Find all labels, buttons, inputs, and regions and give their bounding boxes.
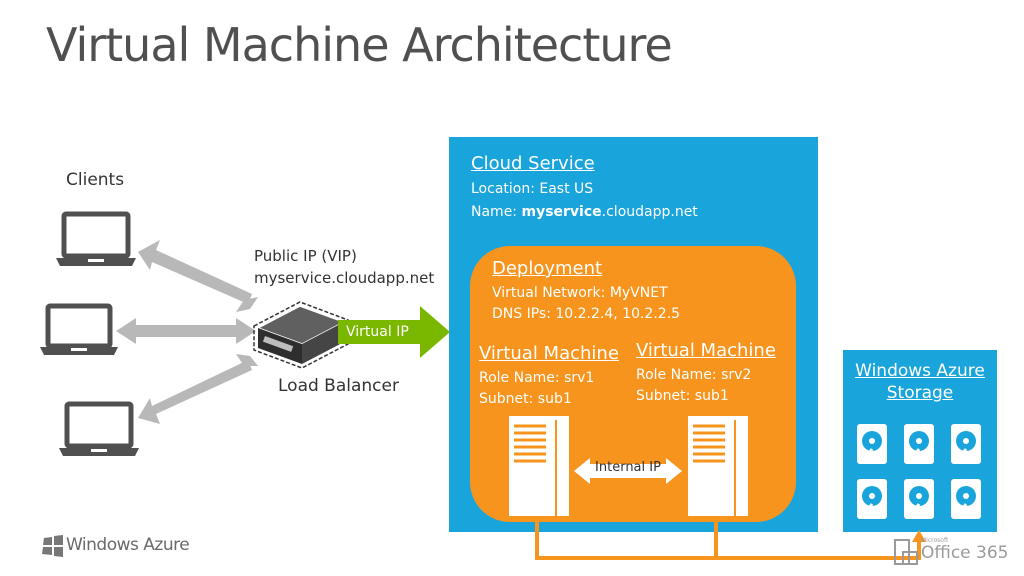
vm2-role: Role Name: srv2 [636,367,752,383]
vm1-role: Role Name: srv1 [479,370,595,386]
laptop-notch [71,348,87,351]
client-arrow-top-head [236,297,258,312]
cloud-service-name-bold: myservice [521,204,602,220]
cloud-service-name: Name: myservice.cloudapp.net [471,201,698,224]
page-title: Virtual Machine Architecture [46,18,673,72]
cloud-service-location: Location: East US [471,181,594,197]
server-icon [688,416,748,516]
client-arrow-bottom [138,360,252,424]
laptop-icon [61,211,131,259]
disk-icon [904,479,934,519]
storage-heading-line1: Windows Azure [855,361,985,381]
storage-heading: Windows Azure Storage [843,360,997,404]
deployment-vnet: Virtual Network: MyVNET [492,285,668,301]
laptop-icon [45,303,113,349]
office-logo-icon [894,539,918,565]
vm1-heading: Virtual Machine [479,343,619,364]
disk-icon [904,424,934,464]
deployment-dns: DNS IPs: 10.2.2.4, 10.2.2.5 [492,306,681,322]
server-icon [509,416,569,516]
client-arrow-middle [116,318,256,344]
internal-ip-arrow [574,458,682,484]
cloud-service-name-prefix: Name: [471,204,522,220]
vm1-subnet: Subnet: sub1 [479,391,572,407]
load-balancer-label: Load Balancer [278,376,399,396]
client-arrow-top [138,240,252,304]
client-arrows [116,240,258,424]
office-logo-small: Microsoft [921,537,949,544]
windows-logo-icon [42,535,63,557]
public-ip-label: Public IP (VIP) [254,247,357,265]
windows-azure-logo: Windows Azure [66,535,190,555]
cloud-service-name-suffix: .cloudapp.net [601,204,698,220]
vm2-heading: Virtual Machine [636,340,776,361]
disk-icon [951,424,981,464]
virtual-ip-arrow [338,306,450,358]
deployment-heading: Deployment [492,258,603,279]
public-ip-host: myservice.cloudapp.net [254,269,435,287]
disk-icon [951,479,981,519]
internal-ip-label: Internal IP [595,460,661,475]
laptop-icon [64,401,134,449]
laptop-notch [88,259,104,262]
office-logo-text: Office 365 [921,543,1009,563]
storage-heading-line2: Storage [886,383,954,403]
clients-label: Clients [66,170,125,190]
storage-connector [535,516,921,560]
disk-icons [857,424,981,519]
cloud-service-heading: Cloud Service [471,153,595,174]
load-balancer-icon [253,301,349,369]
storage-arrow-head [912,530,926,542]
vm2-subnet: Subnet: sub1 [636,388,729,404]
disk-icon [857,479,887,519]
virtual-ip-label: Virtual IP [346,324,409,340]
laptop-notch [91,449,107,452]
disk-icon [857,424,887,464]
client-arrow-bottom-head [236,354,258,366]
